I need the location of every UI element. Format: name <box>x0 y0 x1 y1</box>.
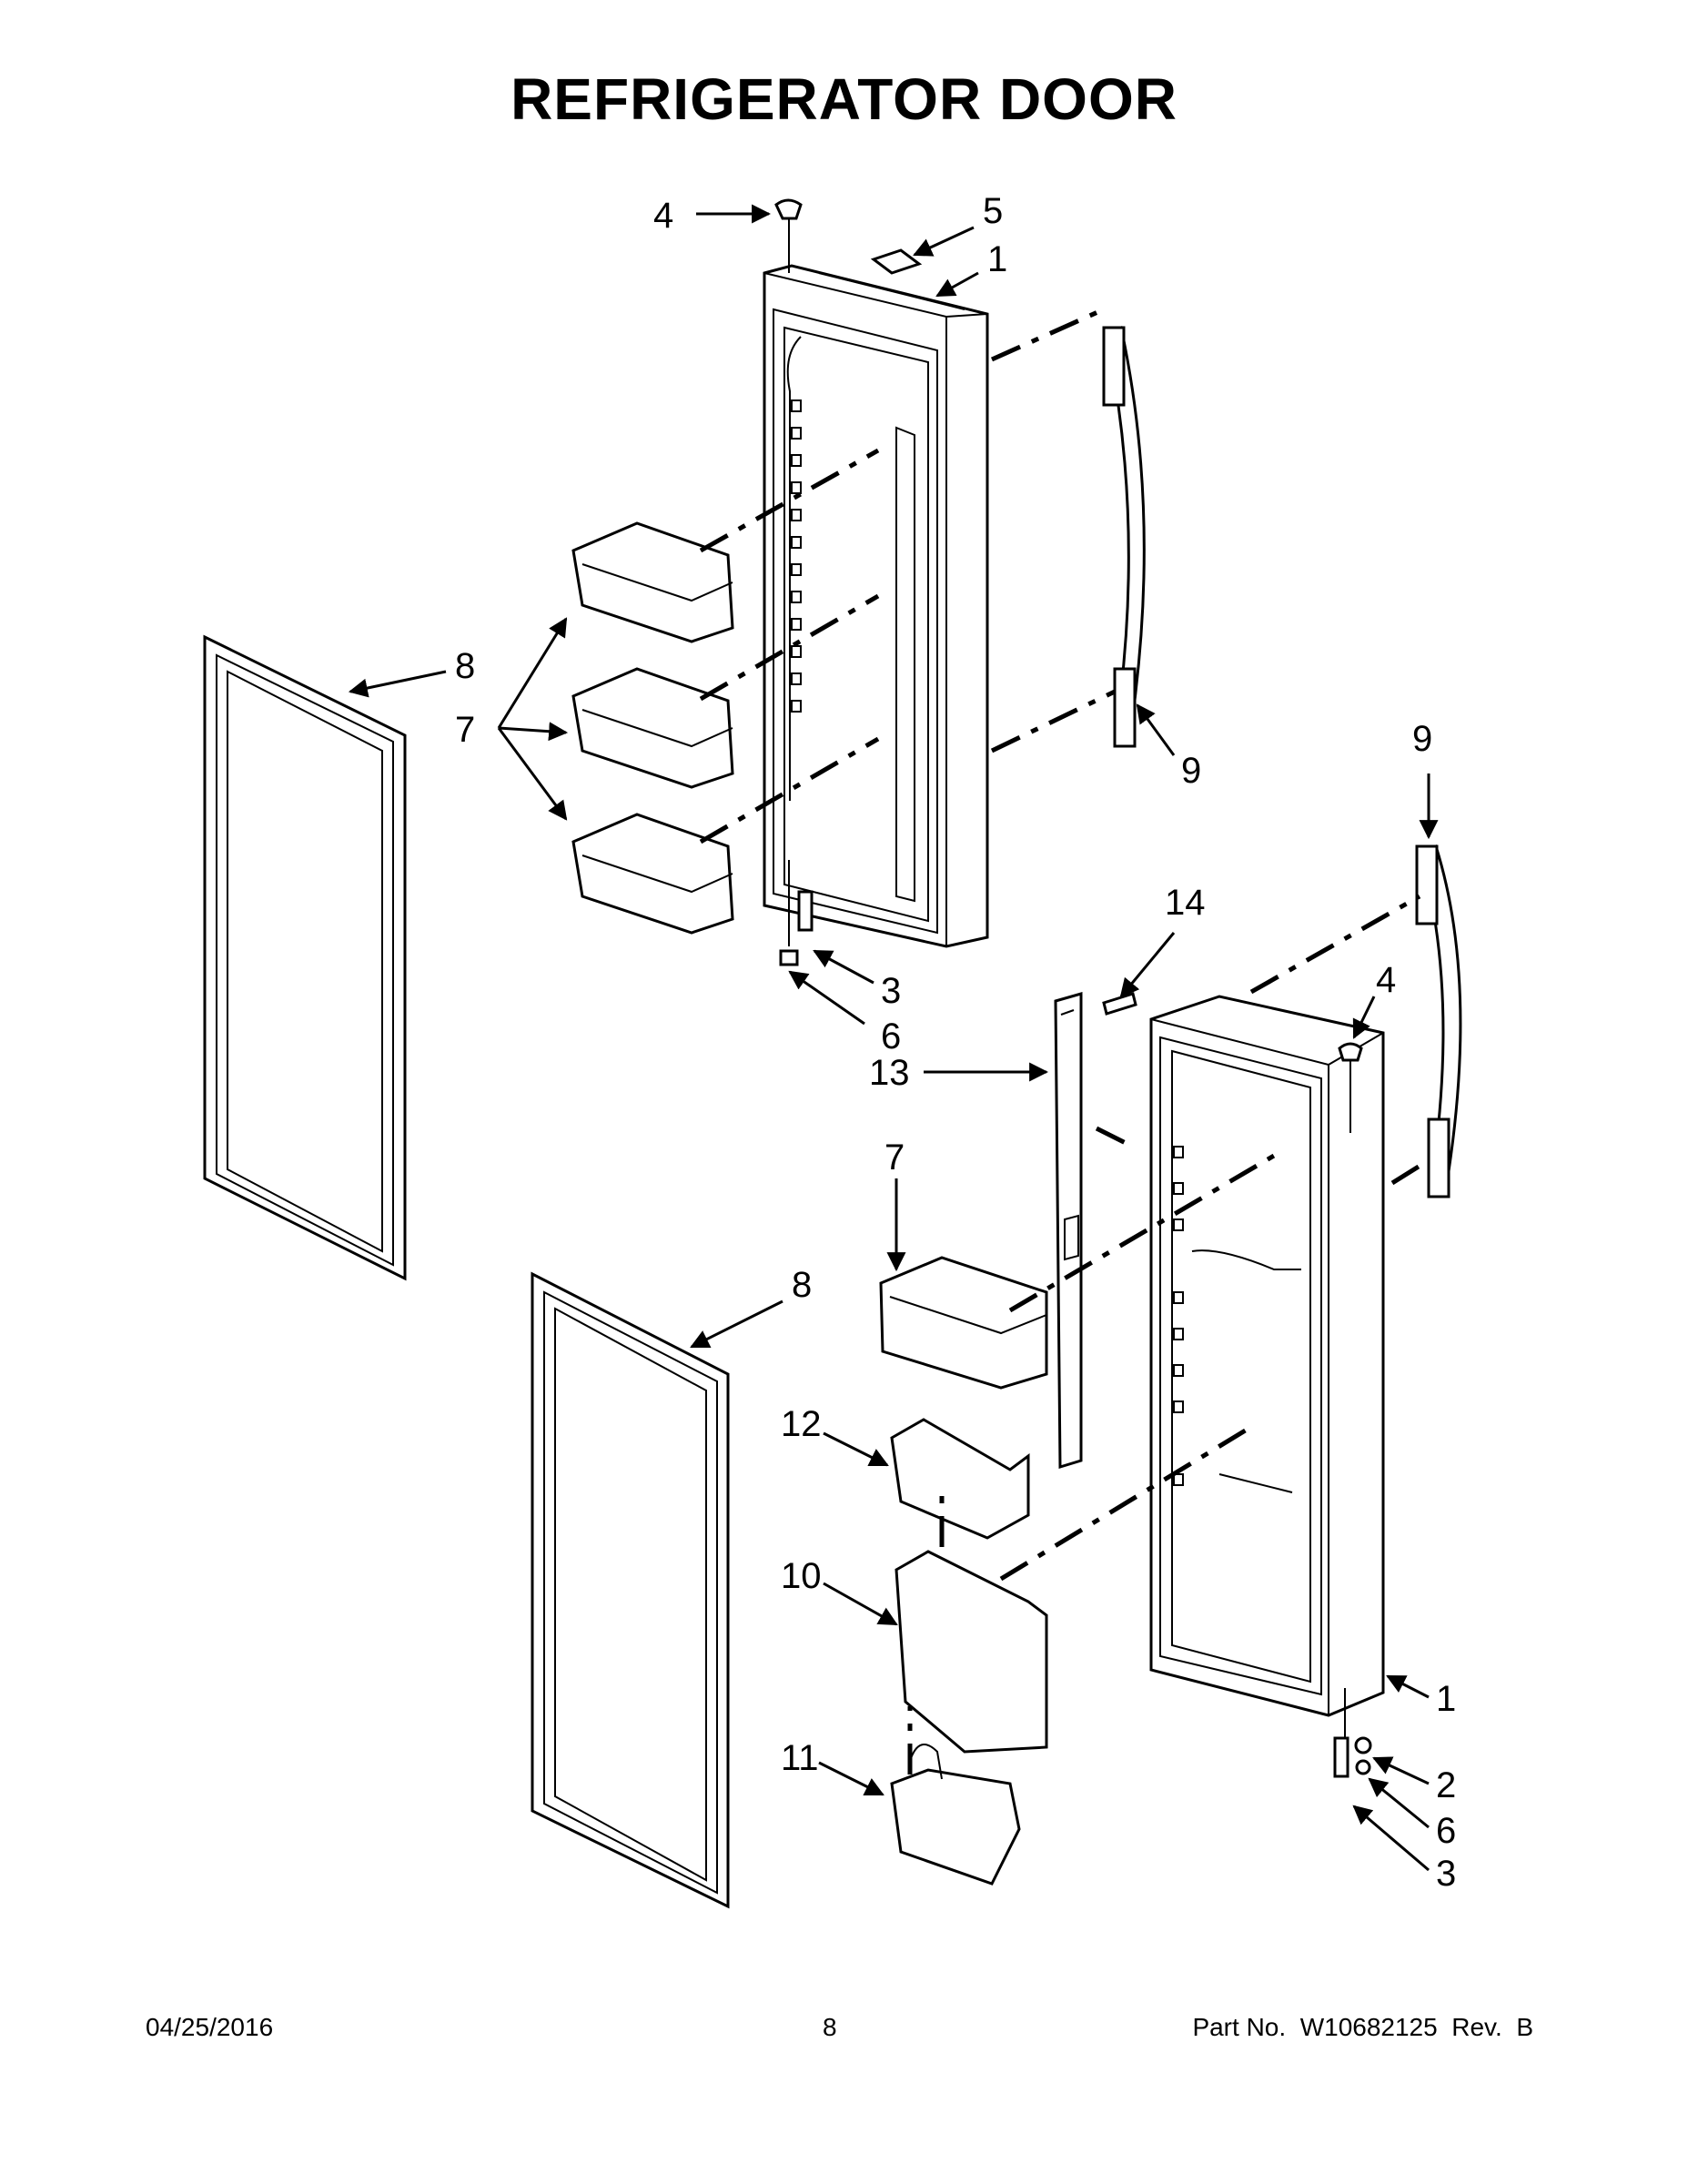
lower-hinge-hardware-right <box>1333 1688 1372 1778</box>
callout-6-left: 6 <box>881 1016 901 1057</box>
page-title: REFRIGERATOR DOOR <box>510 66 1178 132</box>
callout-13: 13 <box>869 1053 910 1093</box>
part-11-bucket <box>890 1768 1021 1886</box>
door-gasket-left <box>203 634 407 1281</box>
part-10-housing <box>895 1550 1048 1754</box>
hinge-cover-part <box>870 248 923 275</box>
callout-14: 14 <box>1165 883 1206 923</box>
upper-door-assembly <box>763 264 989 948</box>
right-handle <box>1415 844 1462 1198</box>
callout-10: 10 <box>781 1556 822 1596</box>
callout-7-left: 7 <box>455 710 475 750</box>
callout-12: 12 <box>781 1404 822 1444</box>
callout-3-left: 3 <box>881 971 901 1011</box>
callout-9-upper: 9 <box>1181 751 1201 791</box>
lower-door-assembly <box>1149 995 1385 1717</box>
center-mullion <box>1054 992 1083 1470</box>
callout-4-top: 4 <box>653 196 673 236</box>
upper-handle <box>1102 326 1146 748</box>
door-bin-right <box>879 1256 1048 1390</box>
callout-7-right: 7 <box>884 1138 905 1178</box>
callout-2: 2 <box>1436 1765 1456 1805</box>
footer-part-number: Part No. W10682125 Rev. B <box>1192 2013 1533 2041</box>
callout-labels: 4 5 1 8 7 9 9 14 3 4 6 13 7 8 12 10 11 1… <box>455 191 1456 1894</box>
top-hinge-pin <box>774 198 803 273</box>
callout-4-right: 4 <box>1376 960 1396 1000</box>
callout-11: 11 <box>781 1738 819 1778</box>
callout-6-right: 6 <box>1436 1811 1456 1851</box>
door-gasket-lower <box>531 1271 730 1909</box>
part-12-cup <box>890 1418 1030 1540</box>
alignment-lines <box>699 307 1430 1774</box>
door-bins-left <box>571 521 734 935</box>
callout-1-lower: 1 <box>1436 1679 1456 1719</box>
callout-9-right: 9 <box>1412 719 1432 759</box>
callout-8-lower: 8 <box>792 1265 812 1305</box>
lower-hinge-screw-left <box>779 860 814 966</box>
footer-page-number: 8 <box>823 2013 837 2041</box>
door-shelf-bumps-upper <box>791 399 802 713</box>
callout-8-left: 8 <box>455 646 475 686</box>
callout-5: 5 <box>983 191 1003 231</box>
callout-1-top: 1 <box>987 239 1007 279</box>
callout-3-right: 3 <box>1436 1854 1456 1894</box>
door-shelf-bumps-lower <box>1173 1146 1184 1486</box>
right-hinge-pin <box>1338 1042 1363 1133</box>
callout-arrows <box>348 204 1439 1872</box>
mullion-screw <box>1102 992 1137 1016</box>
footer-date: 04/25/2016 <box>146 2013 274 2041</box>
